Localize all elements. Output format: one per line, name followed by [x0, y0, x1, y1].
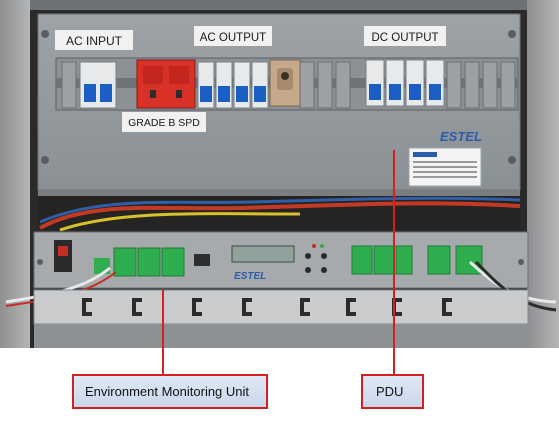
environment-monitoring-unit-device: ESTEL [33, 231, 529, 289]
ac-output-plate [194, 26, 272, 46]
estel-logo: ESTEL [440, 129, 482, 144]
ac-input-label: AC INPUT [66, 34, 123, 48]
spec-sticker [408, 147, 482, 187]
dc-output-plate [364, 26, 446, 46]
cable-area [38, 190, 521, 232]
pdu-callout-text: PDU [376, 384, 404, 399]
dc-output-breakers [365, 59, 445, 107]
environment-monitoring-unit-leader-line [162, 290, 164, 375]
spd-module [136, 59, 196, 109]
ac-input-plate [55, 30, 133, 50]
ac-output-breakers [197, 61, 269, 109]
environment-monitoring-unit-callout-text: Environment Monitoring Unit [85, 384, 250, 399]
ac-output-label: AC OUTPUT [200, 32, 266, 44]
grade-b-spd-label: GRADE B SPD [128, 117, 200, 129]
rack-rail-left [0, 0, 30, 348]
rack-photo: AC INPUT AC OUTPUT DC OUTPUT GRADE B SPD… [0, 0, 559, 348]
spd-plate [122, 112, 206, 132]
pdu-leader-line [393, 150, 395, 375]
pdu-callout: PDU [361, 374, 424, 409]
dc-output-label: DC OUTPUT [371, 32, 438, 44]
environment-monitoring-unit-callout: Environment Monitoring Unit [72, 374, 268, 409]
svg-text:ESTEL: ESTEL [440, 129, 482, 144]
ac-input-breaker [79, 61, 117, 109]
emu-logo: ESTEL [234, 271, 266, 282]
rack-rail-right [527, 0, 559, 348]
ac-socket [269, 59, 301, 107]
cable-management-bar [33, 289, 529, 325]
